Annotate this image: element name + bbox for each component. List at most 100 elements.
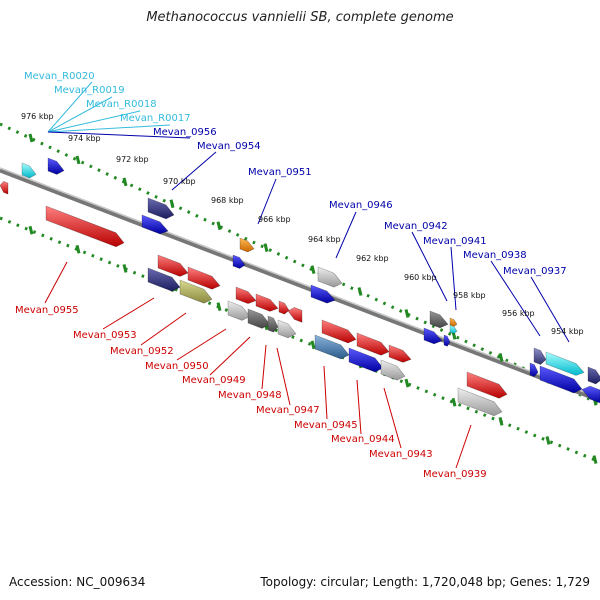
gene-label-mevan-r0017: Mevan_R0017 [120,113,191,124]
gene-feature [314,334,350,360]
gene-feature [423,327,443,345]
gene-label-mevan-0955: Mevan_0955 [15,305,79,316]
gene-feature [529,362,539,378]
gene-feature [47,157,65,175]
tick-label-968: 968 kbp [211,196,244,205]
gene-feature [388,344,412,363]
gene-feature [539,365,583,394]
gene-feature [317,266,343,288]
label-connector-line [209,336,251,376]
ruler-major-tick [451,397,457,407]
ruler-major-tick [216,221,222,231]
gene-feature [21,162,37,179]
gene-feature [0,181,9,195]
label-connector-line [102,297,155,330]
label-connector-line [47,131,191,139]
gene-feature [348,347,384,373]
gene-feature [287,307,303,323]
gene-feature [147,267,181,292]
ruler-major-tick [357,287,363,296]
label-connector-line [356,379,362,435]
tick-label-958: 958 kbp [453,291,486,300]
gene-feature [227,300,251,321]
gene-feature [147,197,175,220]
gene-feature [449,324,458,334]
label-connector-line [530,276,570,343]
genome-backbone [0,167,600,403]
gene-feature [277,319,297,339]
gene-label-mevan-0941: Mevan_0941 [423,236,487,247]
ruler-major-tick [216,302,222,312]
gene-label-mevan-0950: Mevan_0950 [145,361,209,372]
gene-feature [321,319,357,344]
label-connector-line [261,344,267,390]
gene-feature [141,214,169,235]
label-connector-line [455,424,472,469]
gene-label-mevan-0948: Mevan_0948 [218,390,282,401]
label-connector-line [171,151,217,191]
gene-label-mevan-0954: Mevan_0954 [197,141,261,152]
ruler-major-tick [75,244,81,254]
gene-feature [187,266,221,290]
label-connector-line [323,365,328,420]
label-connector-line [47,110,141,133]
label-connector-line [335,211,357,259]
gene-feature [587,366,600,385]
gene-label-mevan-0939: Mevan_0939 [423,469,487,480]
gene-feature [267,315,279,333]
tick-label-976: 976 kbp [21,112,54,121]
gene-feature [356,332,390,356]
gene-label-mevan-0956: Mevan_0956 [153,127,217,138]
gene-feature [278,300,290,315]
gene-feature [443,334,451,347]
label-connector-line [47,124,171,133]
ruler-major-tick [28,133,34,143]
ruler-major-tick [310,340,316,350]
gene-label-mevan-0942: Mevan_0942 [384,221,448,232]
genome-backbone-highlight [0,167,600,399]
tick-label-970: 970 kbp [163,177,196,186]
topology-label: Topology: circular; Length: 1,720,048 bp… [260,575,590,589]
tick-label-954: 954 kbp [551,327,584,336]
gene-feature [457,387,503,417]
gene-feature [232,254,246,269]
gene-label-mevan-r0018: Mevan_R0018 [86,99,157,110]
label-connector-line [47,81,93,133]
gene-feature [255,293,279,312]
gene-label-mevan-0944: Mevan_0944 [331,434,395,445]
ruler-major-tick [122,264,128,273]
gene-label-mevan-0946: Mevan_0946 [329,200,393,211]
gene-feature [45,205,125,248]
ruler-major-tick [592,455,598,464]
ruler-major-tick [498,416,504,426]
ruler-major-tick [404,309,410,318]
gene-feature [247,308,271,329]
ruler-major-tick [28,225,34,235]
label-connector-line [450,246,457,311]
gene-feature [533,347,547,365]
gene-feature [179,279,213,304]
gene-label-mevan-0953: Mevan_0953 [73,330,137,341]
gene-label-mevan-r0020: Mevan_R0020 [24,71,95,82]
label-connector-line [276,347,291,406]
tick-label-956: 956 kbp [502,309,535,318]
gene-label-mevan-r0019: Mevan_R0019 [54,85,125,96]
label-connector-line [411,231,448,302]
label-connector-line [140,312,187,346]
ruler-major-tick [545,436,551,445]
gene-label-mevan-0937: Mevan_0937 [503,266,567,277]
gene-feature [380,359,406,381]
tick-label-972: 972 kbp [116,155,149,164]
gene-label-mevan-0949: Mevan_0949 [182,375,246,386]
gene-label-mevan-0952: Mevan_0952 [110,346,174,357]
ruler-major-tick [169,199,175,209]
gene-feature [235,286,257,304]
label-connector-line [176,328,227,361]
accession-label: Accession: NC_009634 [9,575,146,589]
tick-label-960: 960 kbp [404,273,437,282]
label-connector-line [383,387,402,449]
ruler-major-tick [122,177,128,187]
ruler-major-tick [498,352,504,362]
